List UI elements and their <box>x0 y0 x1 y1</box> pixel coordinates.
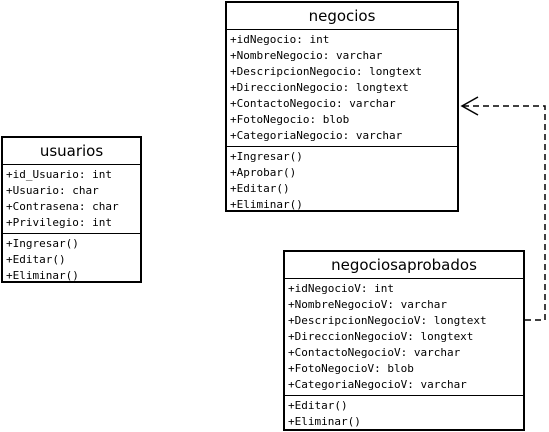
class-negociosaprobados[interactable]: negociosaprobados +idNegocioV: int +Nomb… <box>283 250 525 431</box>
attribute: +DescripcionNegocio: longtext <box>230 65 423 78</box>
attribute: +ContactoNegocioV: varchar <box>288 346 461 359</box>
class-negocios-attributes: +idNegocio: int +NombreNegocio: varchar … <box>227 30 457 146</box>
attribute: +ContactoNegocio: varchar <box>230 97 396 110</box>
attribute: +Contrasena: char <box>6 200 119 213</box>
attribute: +idNegocio: int <box>230 33 330 46</box>
method: +Eliminar() <box>6 269 79 282</box>
dependency-line <box>462 105 546 321</box>
attribute: +Usuario: char <box>6 184 99 197</box>
method: +Editar() <box>230 182 290 195</box>
attribute: +NombreNegocio: varchar <box>230 49 383 62</box>
class-negociosaprobados-title: negociosaprobados <box>285 252 523 279</box>
attribute: +DireccionNegocioV: longtext <box>288 330 474 343</box>
class-negociosaprobados-methods: +Editar() +Eliminar() <box>285 395 523 432</box>
attribute: +NombreNegocioV: varchar <box>288 298 447 311</box>
method: +Ingresar() <box>6 237 79 250</box>
method: +Editar() <box>6 253 66 266</box>
attribute: +id_Usuario: int <box>6 168 112 181</box>
attribute: +CategoriaNegocio: varchar <box>230 129 403 142</box>
open-arrowhead-icon <box>460 96 479 116</box>
class-negocios-methods: +Ingresar() +Aprobar() +Editar() +Elimin… <box>227 146 457 215</box>
method: +Eliminar() <box>230 198 303 211</box>
class-usuarios-title: usuarios <box>3 138 140 165</box>
attribute: +FotoNegocio: blob <box>230 113 350 126</box>
attribute: +CategoriaNegocioV: varchar <box>288 378 467 391</box>
method: +Aprobar() <box>230 166 297 179</box>
method: +Editar() <box>288 399 348 412</box>
method: +Ingresar() <box>230 150 303 163</box>
class-usuarios-methods: +Ingresar() +Editar() +Eliminar() <box>3 233 140 286</box>
class-negocios-title: negocios <box>227 3 457 30</box>
method: +Eliminar() <box>288 415 361 428</box>
attribute: +FotoNegocioV: blob <box>288 362 414 375</box>
attribute: +DireccionNegocio: longtext <box>230 81 409 94</box>
class-usuarios[interactable]: usuarios +id_Usuario: int +Usuario: char… <box>1 136 142 283</box>
attribute: +DescripcionNegocioV: longtext <box>288 314 487 327</box>
attribute: +Privilegio: int <box>6 216 112 229</box>
attribute: +idNegocioV: int <box>288 282 394 295</box>
class-usuarios-attributes: +id_Usuario: int +Usuario: char +Contras… <box>3 165 140 233</box>
class-negocios[interactable]: negocios +idNegocio: int +NombreNegocio:… <box>225 1 459 212</box>
class-negociosaprobados-attributes: +idNegocioV: int +NombreNegocioV: varcha… <box>285 279 523 395</box>
